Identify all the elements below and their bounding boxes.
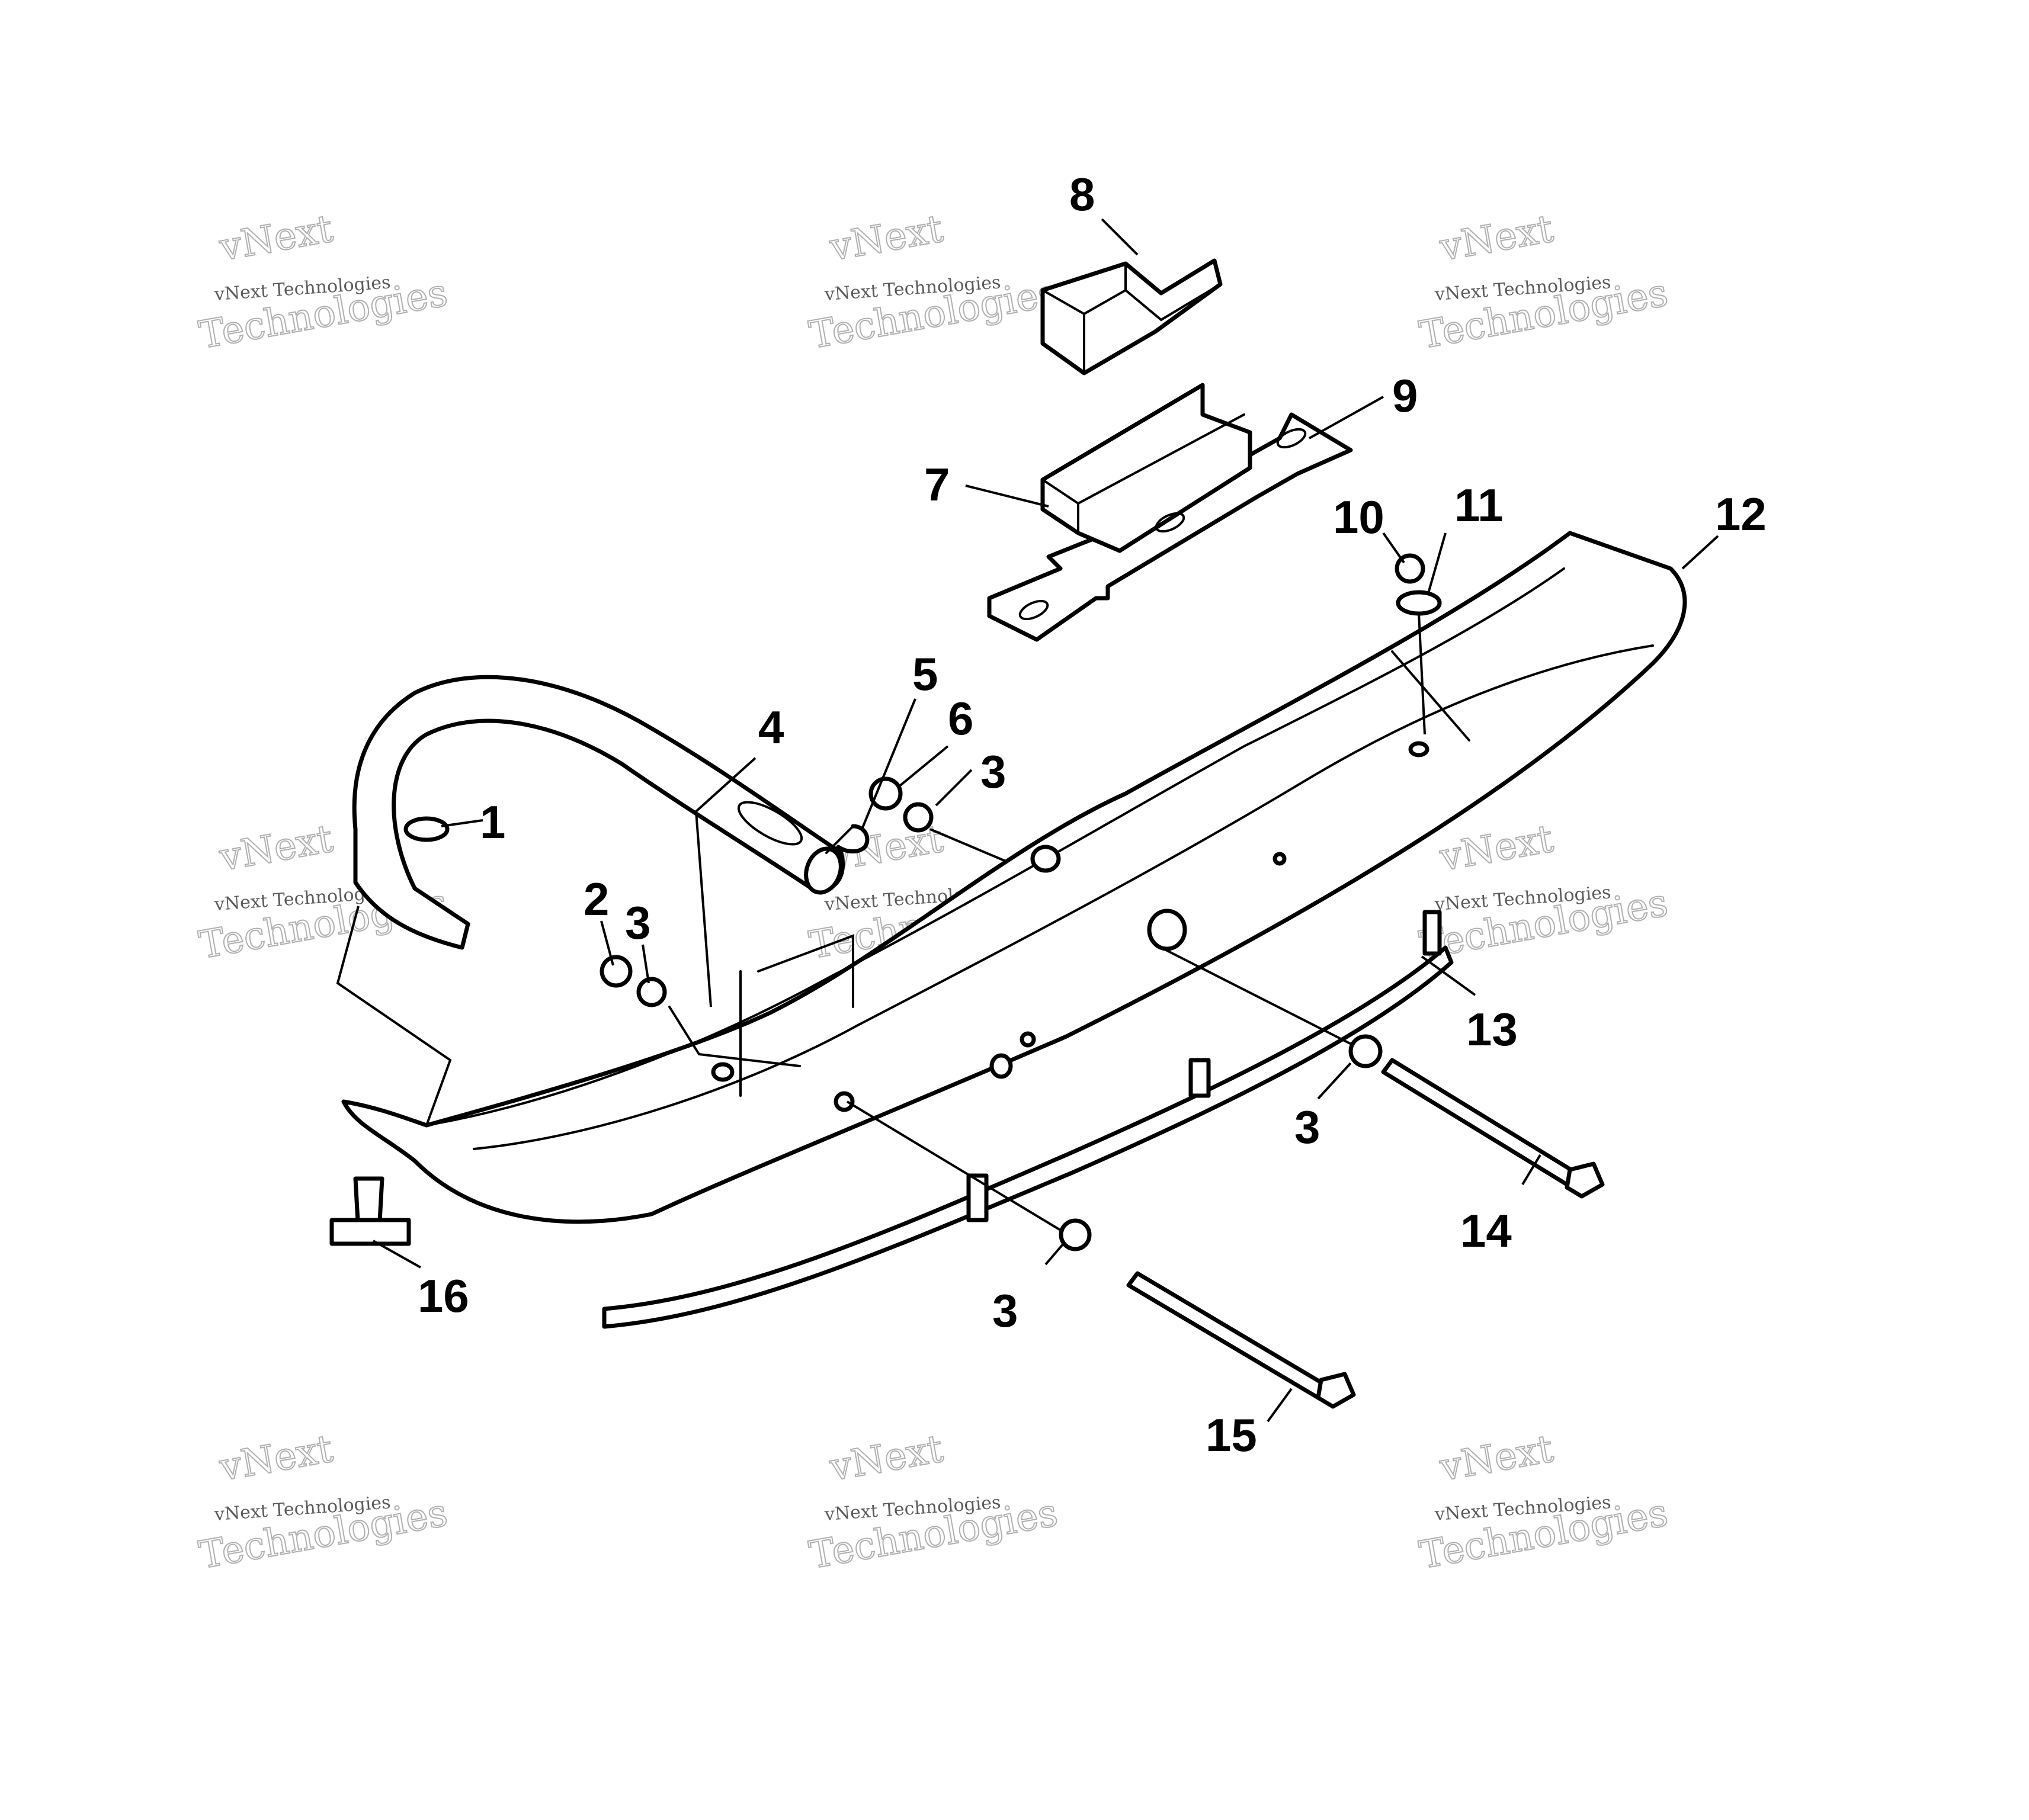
watermark-top: vNext — [1437, 207, 1557, 269]
callout-14: 14 — [1460, 1205, 1512, 1257]
callout-2: 2 — [584, 873, 609, 925]
callout-3a: 3 — [625, 897, 650, 949]
washer-11 — [1396, 590, 1442, 616]
watermark-top: vNext — [216, 817, 336, 879]
washer-3-left — [636, 977, 667, 1007]
watermark-top: vNext — [216, 207, 336, 269]
washer-3-lower — [1059, 1218, 1092, 1251]
callout-1: 1 — [480, 796, 505, 848]
part-ski-body — [341, 531, 1687, 1224]
watermark-top: vNext — [216, 1427, 336, 1490]
watermark-top: vNext — [1437, 817, 1557, 879]
watermark-top: vNext — [826, 1427, 947, 1490]
watermark-2: vNext vNext Technologies Technologies — [806, 206, 1062, 358]
callout-3c: 3 — [1294, 1101, 1320, 1153]
part-hardware — [600, 553, 1442, 1251]
part-bolt-15 — [1126, 1271, 1356, 1409]
callout-10: 10 — [1333, 491, 1384, 543]
callout-16: 16 — [418, 1270, 469, 1322]
part-wear-bar — [602, 910, 1454, 1329]
callout-5: 5 — [912, 648, 938, 700]
part-bolt-14 — [1381, 1058, 1605, 1199]
watermark-8: vNext vNext Technologies Technologies — [806, 1426, 1062, 1578]
callout-12: 12 — [1715, 488, 1767, 540]
callout-8: 8 — [1069, 168, 1095, 220]
callout-3b: 3 — [980, 746, 1006, 798]
nut-2 — [600, 955, 633, 988]
washer-3-right — [1348, 1034, 1383, 1068]
watermark-7: vNext vNext Technologies Technologies — [195, 1426, 451, 1578]
watermark-1: vNext vNext Technologies Technologies — [195, 206, 451, 358]
washer-3-upper — [903, 802, 934, 833]
part-saddle-bracket — [987, 383, 1353, 642]
part-cushion-block — [1040, 258, 1223, 375]
callout-13: 13 — [1466, 1003, 1518, 1055]
callout-15: 15 — [1206, 1409, 1257, 1461]
watermark-6: vNext vNext Technologies Technologies — [1416, 816, 1672, 968]
watermark-top: vNext — [1437, 1427, 1557, 1490]
callout-3d: 3 — [992, 1285, 1018, 1337]
leader-lines — [336, 218, 1719, 1423]
callout-6: 6 — [948, 692, 973, 744]
watermark-3: vNext vNext Technologies Technologies — [1416, 206, 1672, 358]
callout-11: 11 — [1454, 479, 1503, 531]
callout-4: 4 — [758, 701, 784, 753]
callout-9: 9 — [1392, 370, 1418, 422]
watermark-top: vNext — [826, 207, 947, 269]
callout-labels: 1 2 3 3 3 3 4 5 6 7 8 9 10 11 12 13 14 1… — [418, 168, 1767, 1461]
part-bolt-16 — [329, 1176, 411, 1246]
callout-7: 7 — [924, 458, 950, 511]
part-loop-handle — [352, 675, 845, 950]
watermark-9: vNext vNext Technologies Technologies — [1416, 1426, 1672, 1578]
